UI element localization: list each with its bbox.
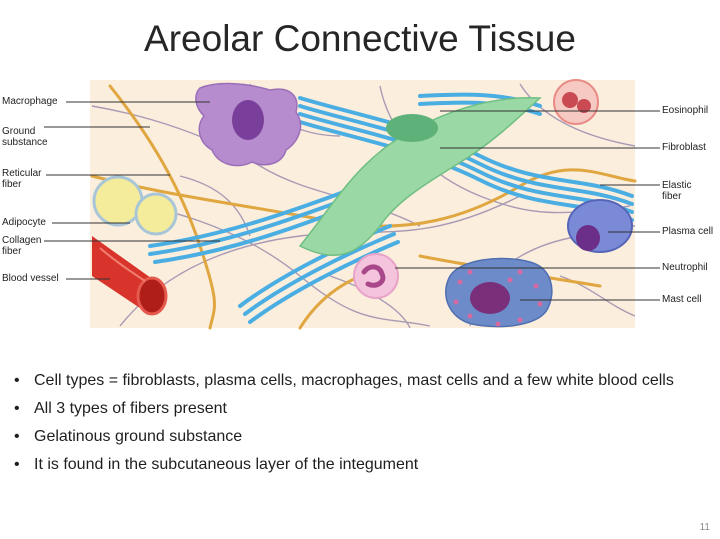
plasma-cell xyxy=(567,199,633,253)
bullet-text: Cell types = fibroblasts, plasma cells, … xyxy=(34,372,674,389)
label-eosinophil: Eosinophil xyxy=(662,105,709,116)
bullet-glyph: • xyxy=(14,456,20,473)
bullet-text: Gelatinous ground substance xyxy=(34,428,243,445)
label-elastic-fiber: Elastic fiber xyxy=(662,180,692,202)
eosinophil-cell xyxy=(553,79,599,125)
slide-title: Areolar Connective Tissue xyxy=(144,18,576,59)
label-ground-substance: Ground substance xyxy=(2,126,48,148)
bullet-item: • Cell types = fibroblasts, plasma cells,… xyxy=(14,370,704,392)
bullet-glyph: • xyxy=(14,372,20,389)
bullet-text: All 3 types of fibers present xyxy=(34,400,227,417)
leader-lines xyxy=(44,101,660,301)
mast-cell xyxy=(445,257,553,328)
bullet-item: • It is found in the subcutaneous layer o… xyxy=(14,454,704,476)
fibroblast xyxy=(298,96,542,256)
areolar-tissue-diagram: Macrophage Ground substance Reticular fi… xyxy=(0,76,720,332)
neutrophil-cell xyxy=(353,253,399,299)
label-reticular-fiber: Reticular fiber xyxy=(2,168,42,190)
label-adipocyte: Adipocyte xyxy=(2,217,46,228)
macrophage-cell xyxy=(195,82,302,167)
bullet-glyph: • xyxy=(14,428,20,445)
label-macrophage: Macrophage xyxy=(2,96,58,107)
label-collagen-fiber: Collagen fiber xyxy=(2,235,42,257)
tissue-illustration xyxy=(44,79,660,330)
slide-number: 11 xyxy=(699,522,710,533)
bullet-list: • Cell types = fibroblasts, plasma cells,… xyxy=(14,370,704,482)
label-mast-cell: Mast cell xyxy=(662,294,702,305)
adipocytes xyxy=(92,175,178,236)
label-fibroblast: Fibroblast xyxy=(662,142,706,153)
bullet-item: • Gelatinous ground substance xyxy=(14,426,704,448)
label-blood-vessel: Blood vessel xyxy=(2,273,59,284)
bullet-item: • All 3 types of fibers present xyxy=(14,398,704,420)
bullet-glyph: • xyxy=(14,400,20,417)
bullet-text: It is found in the subcutaneous layer of… xyxy=(34,456,419,473)
label-neutrophil: Neutrophil xyxy=(662,262,708,273)
blood-vessel xyxy=(92,236,168,316)
label-plasma-cell: Plasma cell xyxy=(662,226,714,237)
